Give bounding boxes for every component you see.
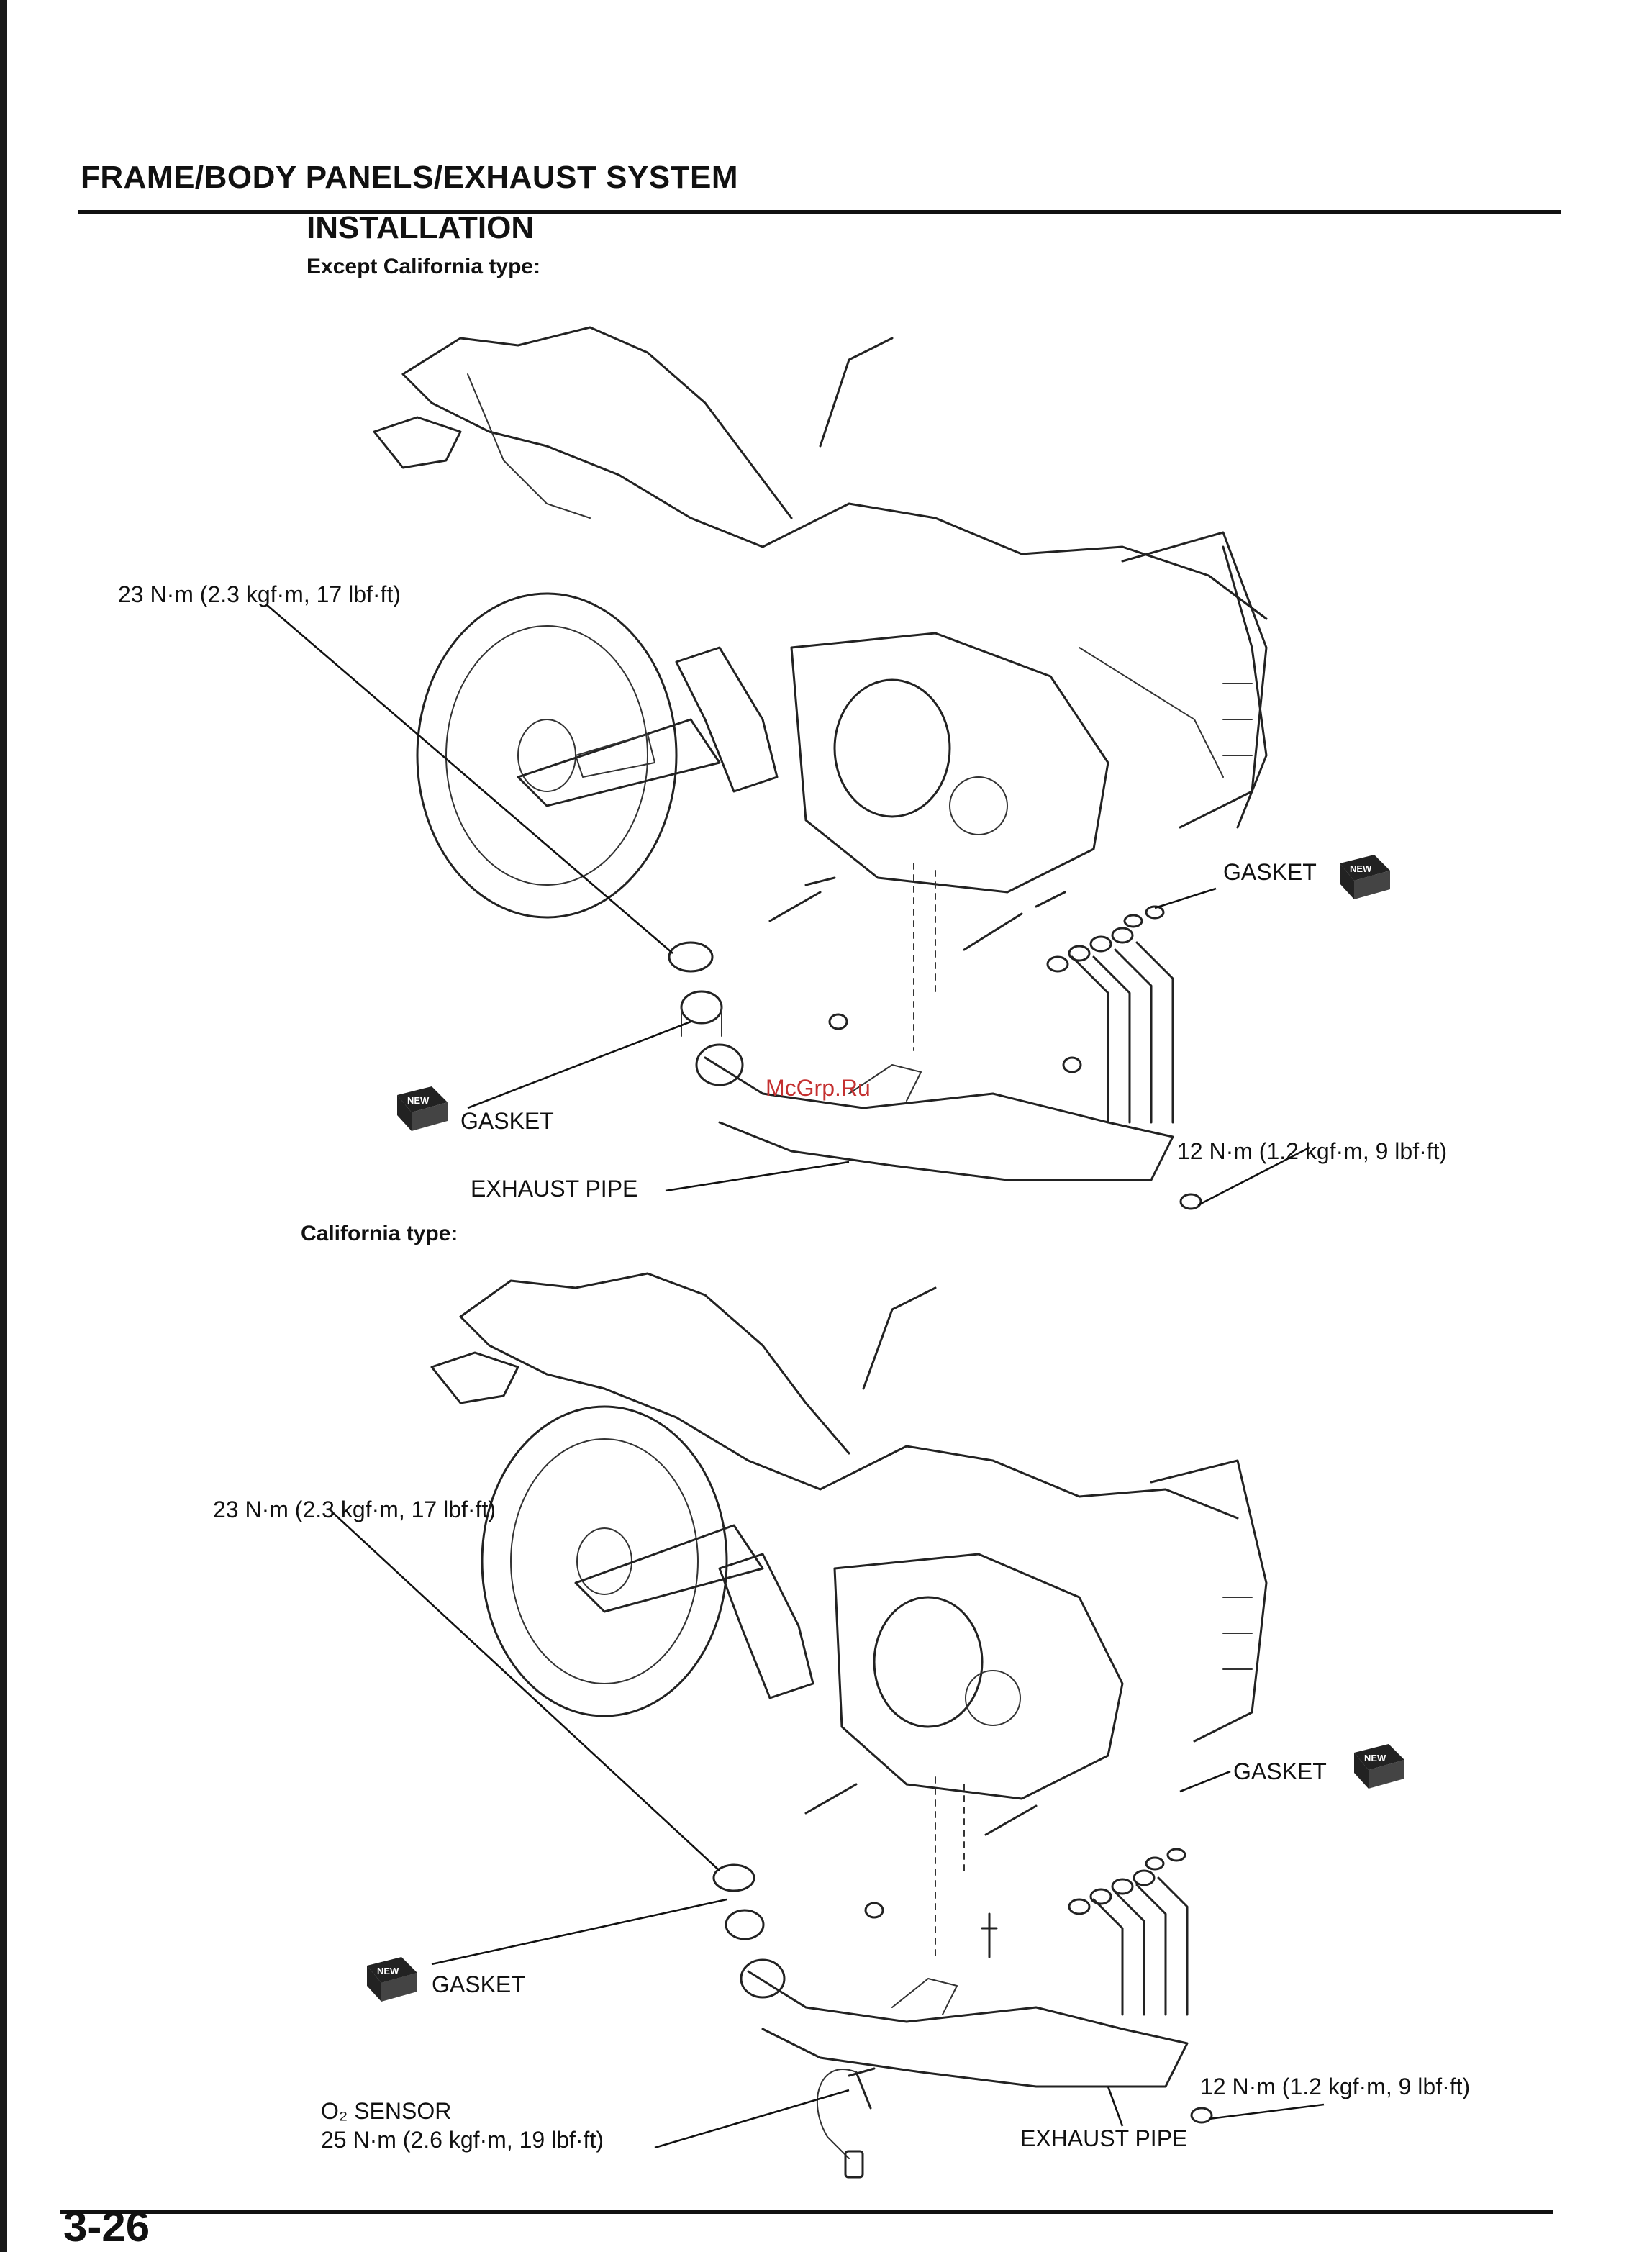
section-title: FRAME/BODY PANELS/EXHAUST SYSTEM: [81, 160, 739, 195]
footer-rule: [60, 2210, 1553, 2214]
caption-california: California type:: [301, 1222, 458, 1245]
torque-label-clamp-top: 23 N·m (2.3 kgf·m, 17 lbf·ft): [118, 581, 401, 607]
torque-label-nut-bottom: 12 N·m (1.2 kgf·m, 9 lbf·ft): [1200, 2074, 1471, 2099]
gasket-label-left-bottom: GASKET: [432, 1971, 525, 1997]
gasket-label-right-bottom: GASKET: [1233, 1758, 1327, 1784]
torque-label-clamp-bottom: 23 N·m (2.3 kgf·m, 17 lbf·ft): [213, 1497, 496, 1522]
new-badge-text: NEW: [407, 1095, 430, 1106]
motorcycle-illustration-top: [373, 326, 1268, 1210]
o2-sensor-callout: O₂ SENSOR 25 N·m (2.6 kgf·m, 19 lbf·ft): [321, 2097, 604, 2154]
torque-label-nut-top: 12 N·m (1.2 kgf·m, 9 lbf·ft): [1177, 1138, 1448, 1164]
watermark: McGrp.Ru: [766, 1075, 871, 1101]
page-edge-rule: [0, 0, 7, 2252]
new-badge-text: NEW: [377, 1966, 399, 1976]
leader-lines-top: [266, 604, 1310, 1207]
caption-except-california: Except California type:: [307, 255, 541, 278]
exhaust-pipe-label-top: EXHAUST PIPE: [471, 1176, 638, 1202]
o2-sensor-label: O₂ SENSOR: [321, 2098, 452, 2124]
header-rule: [78, 210, 1561, 214]
new-badge-icon: [1354, 1744, 1404, 1789]
new-badge-text: NEW: [1350, 863, 1372, 874]
leader-lines-bottom: [330, 1510, 1325, 2149]
exhaust-pipe-label-bottom: EXHAUST PIPE: [1020, 2125, 1188, 2151]
new-badge-icon: [397, 1086, 448, 1131]
page-number: 3-26: [63, 2202, 150, 2251]
new-badge-icon: [1340, 855, 1390, 899]
o2-sensor-torque-label: 25 N·m (2.6 kgf·m, 19 lbf·ft): [321, 2127, 604, 2153]
new-badge-text: NEW: [1364, 1753, 1386, 1763]
gasket-label-right-top: GASKET: [1223, 859, 1317, 885]
motorcycle-illustration-bottom: [430, 1272, 1268, 2179]
subsection-title: INSTALLATION: [307, 210, 535, 245]
new-badge-icon: [367, 1957, 417, 2002]
gasket-label-left-top: GASKET: [460, 1108, 554, 1134]
